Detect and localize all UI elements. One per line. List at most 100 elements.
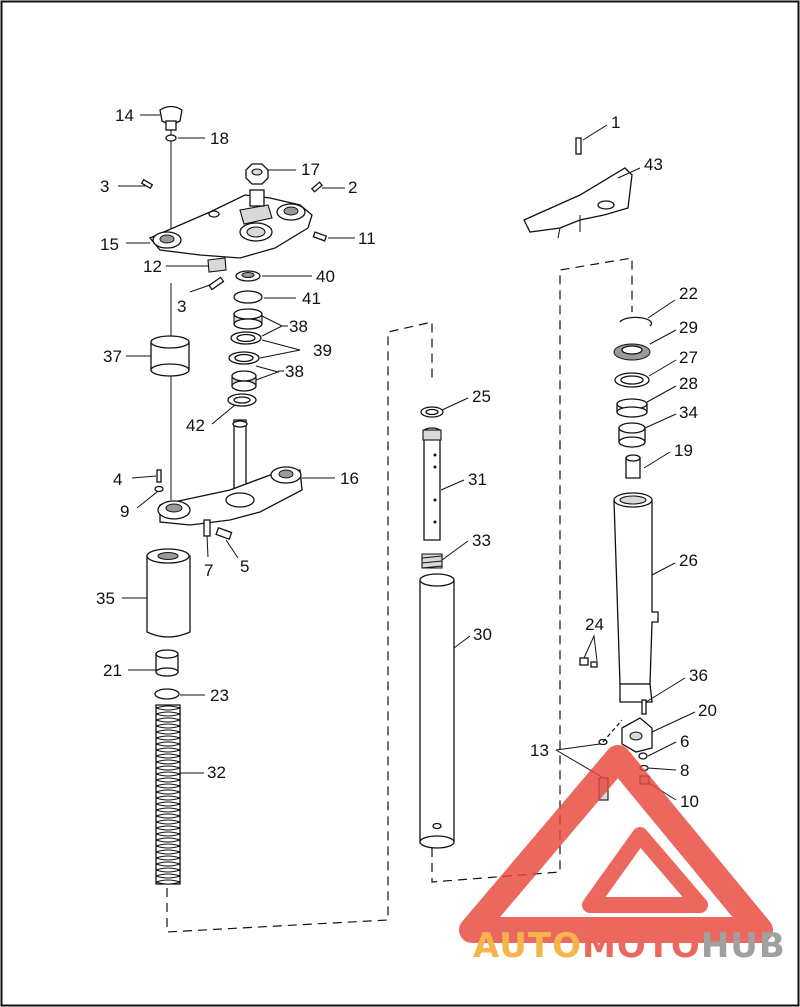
spring-coil (155, 723, 182, 729)
part-42-dust-shield (227, 393, 257, 407)
part-37-spacer (150, 335, 190, 377)
spring-coil (155, 813, 182, 819)
label-29: 29 (679, 318, 698, 337)
leader-lines (118, 114, 696, 801)
part-16-lower-bracket (157, 419, 303, 526)
part-24-drain-plugs (579, 657, 598, 668)
part-25-piston-ring (420, 406, 444, 418)
label-22: 22 (679, 284, 698, 303)
part-34-lower-bushing (618, 422, 646, 448)
label-38-upper: 38 (289, 317, 308, 336)
label-3-lower: 3 (177, 297, 186, 316)
part-11-pin (312, 231, 328, 242)
spring-coil (155, 741, 182, 747)
label-39: 39 (313, 341, 332, 360)
spring-coil (155, 705, 182, 711)
label-37: 37 (103, 347, 122, 366)
spring-coil (155, 729, 182, 735)
spring-coil (155, 849, 182, 855)
part-20-axle-cap (621, 717, 653, 753)
part-38-bearing-upper (233, 308, 263, 330)
label-42: 42 (186, 416, 205, 435)
spring-coil (155, 717, 182, 723)
label-27: 27 (679, 348, 698, 367)
spring-coil (155, 759, 182, 765)
part-36-stud (641, 699, 647, 715)
spring-coil (155, 867, 182, 873)
part-27-washer (614, 372, 650, 388)
part-number-labels: 1 2 3 3 4 5 6 7 8 9 10 11 12 13 14 15 16… (96, 106, 717, 811)
part-12-clip (207, 257, 227, 273)
label-5: 5 (240, 557, 249, 576)
label-9: 9 (120, 502, 129, 521)
watermark-triangle-outer (459, 745, 773, 943)
part-7-pinch-bolt (203, 519, 211, 537)
label-28: 28 (679, 374, 698, 393)
label-18: 18 (210, 129, 229, 148)
label-8: 8 (680, 761, 689, 780)
label-40: 40 (316, 267, 335, 286)
part-17-nut (245, 163, 269, 185)
part-39-race-lower (228, 351, 260, 365)
dashed-stud-guide (602, 719, 623, 743)
part-38-bearing-lower (231, 370, 257, 392)
part-21-fork-cap (155, 649, 179, 677)
part-3-screw-lower (208, 276, 225, 291)
spring-coil (155, 819, 182, 825)
label-25: 25 (472, 387, 491, 406)
part-19-oil-lock-piece (625, 454, 641, 479)
dashed-guide-left (166, 321, 433, 933)
part-15-upper-fork-bracket (148, 189, 313, 259)
spring-coil (155, 777, 182, 783)
label-17: 17 (301, 160, 320, 179)
spring-coil (155, 795, 182, 801)
label-36: 36 (689, 666, 708, 685)
spring-coil (155, 735, 182, 741)
spring-coil (155, 861, 182, 867)
spring-coil (155, 783, 182, 789)
label-26: 26 (679, 551, 698, 570)
spring-coil (155, 873, 182, 879)
label-2: 2 (348, 178, 357, 197)
spring-coil (155, 801, 182, 807)
label-23: 23 (210, 686, 229, 705)
label-21: 21 (103, 661, 122, 680)
label-43: 43 (644, 155, 663, 174)
spring-coil (155, 771, 182, 777)
part-23-o-ring (154, 688, 180, 700)
part-32-fork-spring (155, 704, 181, 885)
label-7: 7 (204, 561, 213, 580)
dashed-guide-right (431, 257, 633, 883)
automotohub-watermark: AUTOMOTOHUB (459, 745, 786, 966)
label-20: 20 (698, 701, 717, 720)
part-5-pinch-bolt (215, 526, 233, 540)
spring-coil (155, 837, 182, 843)
part-9-washer (154, 485, 164, 493)
label-41: 41 (302, 289, 321, 308)
label-6: 6 (680, 732, 689, 751)
part-32-spring-coils (155, 705, 182, 885)
label-13: 13 (530, 741, 549, 760)
spring-coil (155, 843, 182, 849)
label-4: 4 (113, 470, 122, 489)
spring-coil (155, 825, 182, 831)
label-34: 34 (679, 403, 698, 422)
spring-coil (155, 807, 182, 813)
spring-coil (155, 831, 182, 837)
part-35-fork-cover (146, 548, 191, 638)
spring-coil (155, 711, 182, 717)
label-38-lower: 38 (285, 362, 304, 381)
label-31: 31 (468, 470, 487, 489)
spring-coil (155, 879, 182, 885)
part-2-screw (310, 181, 324, 193)
part-40-seal (235, 270, 261, 282)
part-3-screw-upper (140, 178, 154, 190)
part-1-pin (575, 137, 582, 155)
part-31-damper-tube (422, 427, 442, 541)
part-18-washer (165, 134, 177, 142)
label-35: 35 (96, 589, 115, 608)
label-32: 32 (207, 763, 226, 782)
watermark-text: AUTOMOTOHUB (473, 926, 786, 966)
